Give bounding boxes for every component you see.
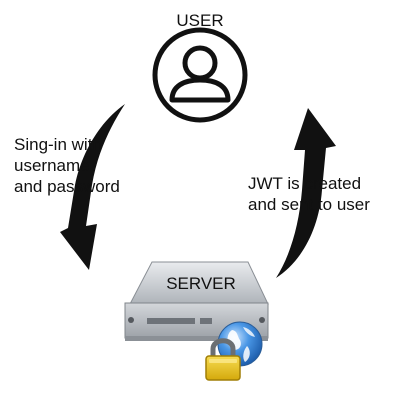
jwt-label: JWT is created and sent to user [248, 173, 398, 215]
user-title: USER [176, 11, 224, 30]
arrow-down-icon [60, 104, 125, 270]
signin-label-line-2: username [14, 156, 90, 175]
padlock-icon [205, 338, 241, 381]
server-title: SERVER [166, 274, 236, 293]
arrow-up-icon [276, 108, 336, 278]
signin-label: Sing-in with username and password [14, 134, 154, 197]
user-icon [152, 27, 248, 123]
jwt-label-line-1: JWT is created [248, 174, 362, 193]
signin-label-line-1: Sing-in with [14, 135, 102, 154]
signin-label-line-3: and password [14, 177, 120, 196]
jwt-label-line-2: and sent to user [248, 195, 370, 214]
